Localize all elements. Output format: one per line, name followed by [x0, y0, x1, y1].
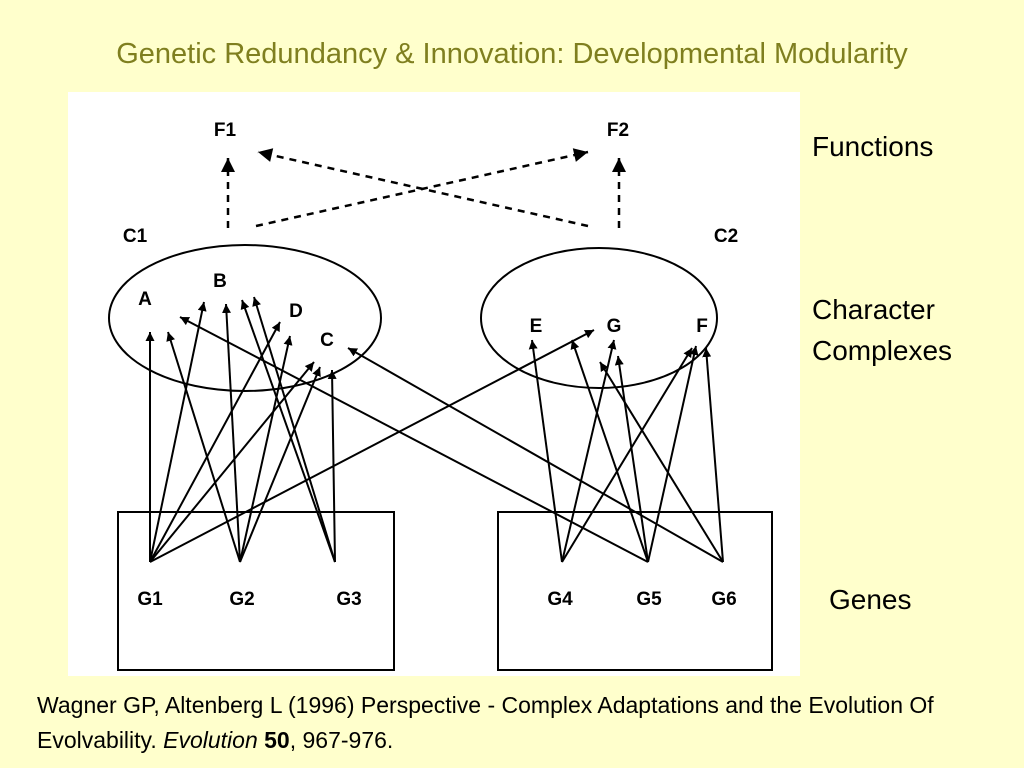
arrow-g1-b [149, 301, 207, 563]
character-label-a: A [138, 289, 152, 310]
complex-label-c1: C1 [123, 226, 148, 247]
arrow-g5-g [614, 355, 649, 563]
arrow-g6-c [347, 347, 724, 563]
arrow-g5-a [179, 316, 649, 563]
gene-label-g6: G6 [711, 589, 736, 610]
character-label-d: D [289, 301, 303, 322]
modularity-diagram: F1 F2 C1 C2 A B D C E G F G1 G2 G3 G4 G5… [68, 92, 800, 676]
citation-pages: , 967-976. [289, 727, 394, 753]
complex-label-c2: C2 [714, 226, 738, 247]
dashed-arrow-c2-f1 [257, 148, 589, 228]
slide-title: Genetic Redundancy & Innovation: Develop… [116, 38, 908, 70]
character-label-b: B [213, 271, 227, 292]
character-label-e: E [530, 316, 543, 337]
gene-label-g3: G3 [336, 589, 361, 610]
label-complexes-line2: Complexes [812, 335, 953, 366]
citation-text: Wagner GP, Altenberg L (1996) Perspectiv… [37, 692, 934, 753]
arrow-g5-e [570, 339, 649, 563]
arrow-g2-c [239, 366, 321, 563]
function-label-f2: F2 [607, 120, 629, 141]
arrow-g2-d [239, 335, 293, 563]
label-functions: Functions [812, 131, 934, 162]
gene-label-g1: G1 [137, 589, 163, 610]
gene-label-g4: G4 [547, 589, 573, 610]
complex-ellipse-c1 [108, 244, 382, 392]
arrow-g3-c [327, 369, 337, 563]
arrow-g3-b [240, 299, 336, 563]
label-character-complexes: Character Complexes [812, 289, 952, 371]
function-label-f1: F1 [214, 120, 237, 141]
gene-label-g5: G5 [636, 589, 662, 610]
arrow-g6-g [599, 361, 724, 563]
arrow-g1-g [149, 329, 595, 563]
arrow-g2-a [166, 331, 241, 563]
gene-box-left [117, 511, 395, 671]
gene-label-g2: G2 [229, 589, 254, 610]
label-genes: Genes [829, 584, 912, 615]
complex-ellipse-c2 [480, 247, 718, 389]
arrow-g4-e [528, 339, 563, 563]
arrow-g1-c [149, 361, 315, 563]
arrow-g1-d [149, 321, 281, 563]
arrow-g5-f [647, 345, 699, 563]
arrow-g4-g [561, 339, 617, 563]
citation: Wagner GP, Altenberg L (1996) Perspectiv… [37, 688, 997, 758]
citation-volume: 50 [264, 727, 290, 753]
arrow-g3-d [252, 296, 336, 563]
character-label-g: G [607, 316, 622, 337]
diagram-svg: F1 F2 C1 C2 A B D C E G F G1 G2 G3 G4 G5… [108, 120, 773, 671]
character-label-c: C [320, 330, 334, 351]
label-complexes-line1: Character [812, 294, 935, 325]
character-label-f: F [696, 316, 708, 337]
citation-journal: Evolution [163, 727, 258, 753]
arrow-g2-b [221, 303, 241, 563]
arrow-g6-f [702, 347, 724, 563]
arrow-g4-f [561, 347, 693, 563]
